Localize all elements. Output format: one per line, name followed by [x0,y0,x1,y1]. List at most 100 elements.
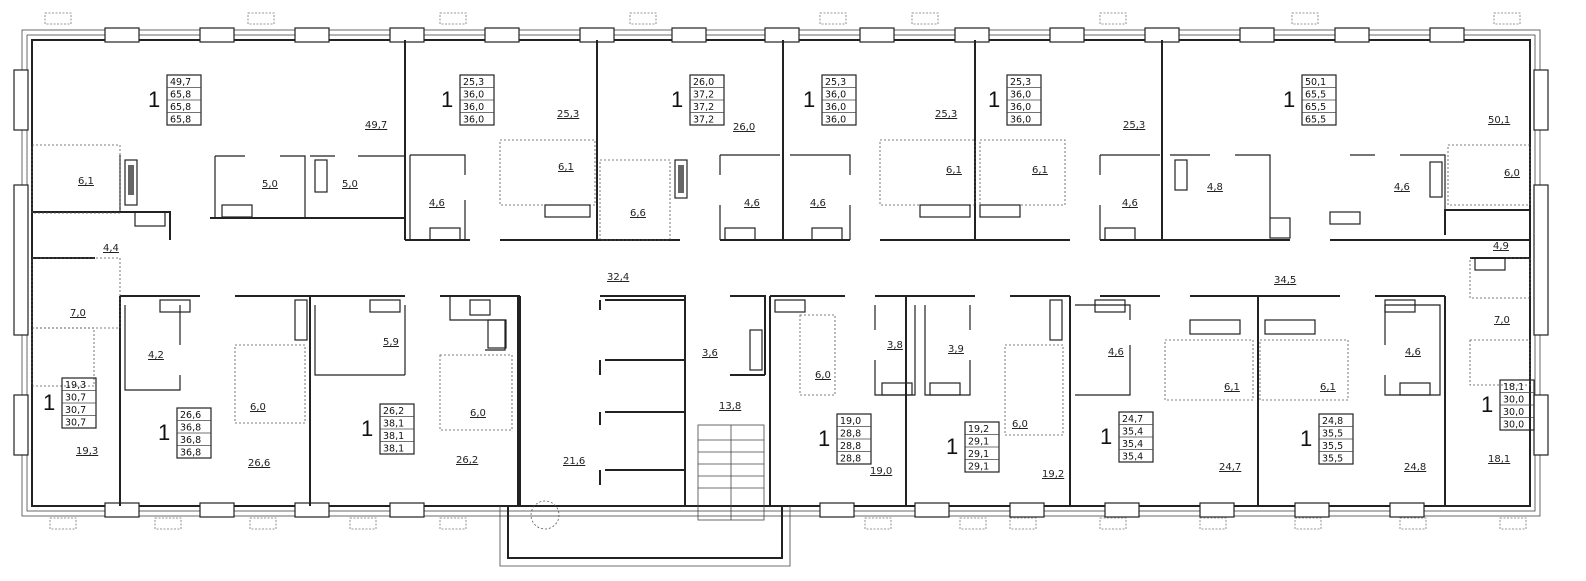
badge-value: 29,1 [968,462,989,473]
area-label-a36: 6,0 [470,408,486,419]
badge-value: 36,0 [1010,115,1031,126]
area-label-a1: 49,7 [365,120,387,131]
badge-value: 37,2 [693,90,714,101]
room-count: 1 [1100,424,1112,449]
badge-value: 36,0 [1010,102,1031,113]
badge-value: 26,6 [180,410,201,421]
area-label-a20: 6,0 [1504,168,1520,179]
room-count: 1 [818,426,830,451]
apartment-badge-b9: 1 26,2 38,1 38,1 38,1 [361,403,415,455]
area-label-a5: 25,3 [1123,120,1145,131]
area-label-a49: 24,8 [1404,462,1426,473]
apartment-badge-b14: 1 18,1 30,0 30,0 30,0 [1481,379,1535,431]
area-label-a29: 3,6 [702,348,718,359]
area-label-a7: 6,1 [78,176,94,187]
badge-value: 25,3 [463,77,484,88]
badge-value: 36,0 [825,102,846,113]
badge-value: 25,3 [825,77,846,88]
area-label-a11: 6,1 [558,162,574,173]
badge-value: 50,1 [1305,77,1326,88]
vent-grills-top [44,12,1521,25]
area-label-a28: 5,9 [383,337,399,348]
badge-value: 35,5 [1322,454,1343,465]
apartment-badge-b13: 1 24,8 35,5 35,5 35,5 [1300,413,1354,465]
apartment-badge-b6: 1 50,1 65,5 65,5 65,5 [1283,74,1337,126]
room-count: 1 [946,434,958,459]
badge-value: 36,8 [180,435,201,446]
badge-value: 65,5 [1305,102,1326,113]
apartment-badge-b2: 1 25,3 36,0 36,0 36,0 [441,74,495,126]
area-label-a15: 6,1 [946,165,962,176]
area-label-a18: 4,8 [1207,182,1223,193]
room-count: 1 [988,87,1000,112]
fixtures [124,159,1506,530]
area-label-a43: 26,6 [248,458,270,469]
badge-value: 38,1 [383,444,404,455]
badge-value: 19,3 [65,380,86,391]
badge-value: 35,5 [1322,429,1343,440]
badge-value: 35,4 [1122,427,1143,438]
badge-value: 18,1 [1503,382,1524,393]
area-label-a45: 21,6 [563,456,585,467]
room-count: 1 [43,390,55,415]
badge-value: 65,8 [170,90,191,101]
area-label-a32: 4,6 [1108,347,1124,358]
badge-value: 65,5 [1305,90,1326,101]
room-count: 1 [1481,392,1493,417]
windows-side [13,69,1549,456]
area-label-a38: 13,8 [719,401,741,412]
badge-value: 30,7 [65,393,86,404]
room-count: 1 [1283,87,1295,112]
area-label-a44: 26,2 [456,455,478,466]
room-count: 1 [803,87,815,112]
area-label-a35: 6,0 [250,402,266,413]
apartment-badge-b1: 1 49,7 65,8 65,8 65,8 [148,74,202,126]
area-label-a41: 6,1 [1320,382,1336,393]
badge-value: 25,3 [1010,77,1031,88]
room-count: 1 [148,87,160,112]
area-label-a22: 4,9 [1493,241,1509,252]
badge-value: 19,2 [968,424,989,435]
room-count: 1 [671,87,683,112]
area-label-a34: 6,0 [815,370,831,381]
badge-value: 30,7 [65,418,86,429]
apartment-badge-b11: 1 19,2 29,1 29,1 29,1 [946,421,1000,473]
badge-value: 30,0 [1503,420,1524,431]
area-label-a50: 18,1 [1488,454,1510,465]
windows-bottom [104,502,1425,518]
area-label-a47: 19,2 [1042,469,1064,480]
area-label-a14: 4,6 [810,198,826,209]
area-label-a30: 3,8 [887,340,903,351]
badge-value: 28,8 [840,441,861,452]
area-label-a2: 25,3 [557,109,579,120]
badge-value: 35,4 [1122,439,1143,450]
area-label-a4: 25,3 [935,109,957,120]
badge-value: 24,8 [1322,416,1343,427]
apartment-badge-b10: 1 19,0 28,8 28,8 28,8 [818,413,872,465]
badge-value: 35,4 [1122,452,1143,463]
area-label-a10: 4,6 [429,198,445,209]
apartment-badge-b12: 1 24,7 35,4 35,4 35,4 [1100,411,1154,463]
badge-value: 26,2 [383,406,404,417]
area-label-a24: 34,5 [1274,275,1296,286]
area-label-a27: 4,2 [148,350,164,361]
room-count: 1 [361,416,373,441]
badge-value: 38,1 [383,419,404,430]
area-label-a13: 4,6 [744,198,760,209]
badge-value: 36,0 [1010,90,1031,101]
badge-value: 65,8 [170,115,191,126]
area-label-a8: 5,0 [262,179,278,190]
area-label-a46: 19,0 [870,466,892,477]
badge-value: 29,1 [968,449,989,460]
area-label-a26: 7,0 [1494,315,1510,326]
badge-value: 35,5 [1322,441,1343,452]
apartment-badge-b4: 1 25,3 36,0 36,0 36,0 [803,74,857,126]
area-label-a40: 6,1 [1224,382,1240,393]
badge-value: 36,8 [180,423,201,434]
windows-top [104,27,1465,43]
vent-grills-bottom [49,517,1527,530]
area-label-a25: 7,0 [70,308,86,319]
badge-value: 36,0 [463,115,484,126]
area-label-a33: 4,6 [1405,347,1421,358]
